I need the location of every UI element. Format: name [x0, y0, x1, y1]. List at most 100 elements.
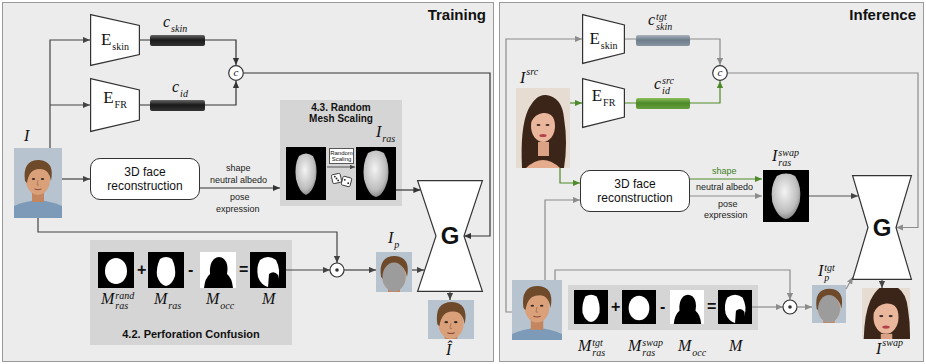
symbol-base: I	[876, 341, 881, 357]
index-stack: p	[394, 240, 399, 250]
section-ground	[90, 240, 292, 345]
generator-hourglass: G	[417, 180, 483, 292]
symbol-base: M	[262, 291, 275, 307]
wire	[690, 195, 762, 196]
node-label: 4.3. Random Mesh Scaling	[301, 102, 381, 124]
index-stack: randras	[115, 291, 134, 311]
annotation: neutral albedo	[210, 175, 267, 185]
annotation: shape	[712, 166, 737, 176]
operator-symbol: +	[611, 299, 620, 315]
section-ground	[280, 100, 402, 206]
subscript: FR	[115, 100, 127, 110]
node-label: G	[873, 215, 892, 241]
code-bar	[150, 35, 205, 46]
multiply-symbol	[788, 305, 792, 309]
annotation: expression	[216, 204, 260, 214]
math-symbol: ctgtskin	[648, 12, 672, 28]
wire	[62, 178, 90, 179]
subscript: skin	[656, 22, 672, 32]
math-symbol: csrcid	[654, 76, 674, 92]
symbol-base: E	[589, 31, 599, 47]
annotation: neutral albedo	[696, 182, 753, 192]
math-symbol: Iswap	[876, 341, 903, 357]
math-symbol: Iras	[376, 124, 395, 140]
symbol-base: M	[628, 338, 641, 354]
superscript: tgt	[656, 12, 672, 22]
trapezoid	[91, 79, 140, 132]
node-label: c	[234, 67, 239, 78]
encoder-outline	[582, 14, 625, 64]
index-stack: tgtp	[824, 263, 835, 283]
math-symbol: Isrc	[520, 70, 538, 86]
math-symbol: M	[729, 338, 742, 354]
note-box: Random Scaling	[329, 148, 354, 164]
output-photo	[426, 289, 477, 363]
section-ground	[568, 285, 758, 330]
subscript: FR	[603, 98, 615, 108]
wire	[344, 269, 376, 270]
node-label: c	[718, 67, 723, 78]
symbol-base: I	[376, 124, 381, 140]
superscript: src	[662, 76, 674, 86]
wire	[846, 277, 853, 289]
math-symbol: Mswapras	[628, 338, 663, 354]
math-symbol: Mrandras	[101, 291, 134, 307]
math-symbol: M	[262, 291, 275, 307]
symbol-base: I	[772, 148, 777, 164]
symbol-base: M	[206, 291, 219, 307]
subscript: skin	[112, 42, 129, 52]
subscript: ras	[592, 348, 605, 358]
superscript: swap	[882, 338, 903, 348]
superscript: tgt	[592, 338, 605, 348]
subscript: occ	[692, 348, 706, 358]
head-render	[356, 147, 396, 200]
math-symbol: I	[24, 128, 29, 144]
inference-illustration	[506, 35, 914, 361]
math-symbol: EFR	[103, 90, 127, 106]
node-label: Inference	[849, 6, 916, 23]
trapezoid	[91, 15, 140, 66]
superscript: swap	[778, 148, 799, 158]
index-stack: skin	[601, 41, 618, 51]
wire	[881, 280, 882, 288]
subscript: id	[180, 89, 188, 99]
multiply-symbol	[330, 263, 344, 277]
symbol-base: Î	[446, 342, 451, 358]
mask-image	[670, 290, 704, 324]
math-symbol: cskin	[163, 14, 187, 30]
input-photo	[14, 148, 62, 218]
wire	[690, 178, 762, 179]
mask-image	[148, 252, 184, 288]
circle	[713, 66, 728, 81]
multiply-symbol	[335, 268, 339, 272]
target-photo	[512, 274, 562, 347]
index-stack: ras	[168, 301, 181, 311]
wire	[570, 102, 582, 103]
mask-image	[250, 252, 286, 288]
symbol-base: c	[648, 12, 655, 28]
encoder-trapezoid: Eskin	[90, 14, 140, 66]
hourglass	[418, 181, 483, 292]
wire	[506, 39, 582, 312]
symbol-base: I	[388, 230, 393, 246]
wire	[752, 306, 783, 307]
math-symbol: cid	[172, 79, 188, 95]
symbol-base: M	[729, 338, 742, 354]
symbol-base: c	[163, 14, 170, 30]
index-stack: tgtskin	[656, 12, 672, 32]
superscript: swap	[642, 338, 663, 348]
mask-image	[200, 252, 236, 288]
index-stack: swapras	[642, 338, 663, 358]
symbol-base: c	[172, 79, 179, 95]
concat-circle: c	[712, 65, 728, 81]
superscript: tgt	[824, 263, 835, 273]
symbol-base: E	[101, 32, 111, 48]
node-label: 3D face reconstruction	[97, 165, 193, 193]
wire	[809, 195, 858, 196]
wire	[286, 269, 330, 270]
subscript: skin	[601, 41, 618, 51]
symbol-base: I	[24, 128, 29, 144]
operator-symbol: =	[707, 299, 716, 315]
math-symbol: Ip	[388, 230, 399, 246]
